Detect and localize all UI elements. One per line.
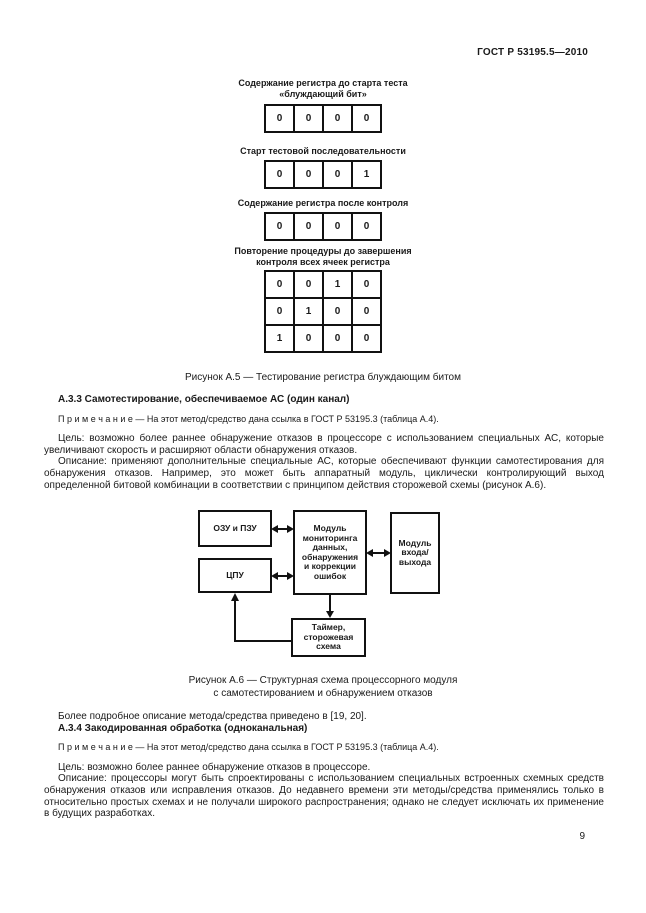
arrow-shaft xyxy=(278,527,287,530)
arrowhead-right-icon xyxy=(384,548,391,557)
register-row: 0 0 1 0 xyxy=(264,270,382,299)
section-a34-description: Описание: процессоры могут быть спроекти… xyxy=(44,773,604,820)
register-cell: 0 xyxy=(322,324,353,353)
arrowhead-down-icon xyxy=(325,611,334,618)
register-table-step4: 0 0 1 0 0 1 0 0 1 0 0 0 xyxy=(264,270,382,353)
register-step1-label: Содержание регистра до старта теста «блу… xyxy=(238,78,408,99)
arrowhead-left-icon xyxy=(366,548,373,557)
register-cell: 1 xyxy=(322,270,353,299)
register-cell: 0 xyxy=(293,104,324,133)
arrow-shaft xyxy=(328,595,331,611)
register-cell: 0 xyxy=(264,160,295,189)
register-cell: 0 xyxy=(351,297,382,326)
register-table-step2: 0 0 0 1 xyxy=(264,160,382,189)
diagram-box-timer-watchdog: Таймер, сторожевая схема xyxy=(291,618,366,657)
register-cell: 0 xyxy=(351,324,382,353)
register-row: 1 0 0 0 xyxy=(264,324,382,353)
section-a33-more-info: Более подробное описание метода/средства… xyxy=(58,711,367,722)
register-cell: 0 xyxy=(322,104,353,133)
section-a34-goal: Цель: возможно более раннее обнаружение … xyxy=(58,761,371,773)
arrowhead-right-icon xyxy=(287,571,294,580)
double-arrow-cpu-monitor xyxy=(271,571,294,580)
register-row: 0 1 0 0 xyxy=(264,297,382,326)
double-arrow-monitor-io xyxy=(366,548,391,557)
register-cell: 1 xyxy=(351,160,382,189)
register-cell: 0 xyxy=(264,104,295,133)
page-number: 9 xyxy=(579,831,585,842)
diagram-box-cpu: ЦПУ xyxy=(198,558,272,593)
register-row: 0 0 0 0 xyxy=(264,104,382,133)
diagram-box-io-module: Модуль входа/ выхода xyxy=(390,512,440,594)
section-a33-note: П р и м е ч а н и е — На этот метод/сред… xyxy=(58,413,439,424)
section-a34-heading: А.3.4 Закодированная обработка (однокана… xyxy=(58,722,308,734)
register-cell: 0 xyxy=(351,212,382,241)
arrowhead-up-icon xyxy=(231,593,239,601)
register-step2-label: Старт тестовой последовательности xyxy=(240,146,406,156)
diagram-box-ram-rom: ОЗУ и ПЗУ xyxy=(198,510,272,547)
double-arrow-ram-monitor xyxy=(271,524,294,533)
register-table-step3: 0 0 0 0 xyxy=(264,212,382,241)
register-cell: 0 xyxy=(264,270,295,299)
register-step4-label: Повторение процедуры до завершения контр… xyxy=(234,246,412,267)
register-cell: 0 xyxy=(293,324,324,353)
register-cell: 0 xyxy=(351,270,382,299)
section-a33-goal: Цель: возможно более раннее обнаружение … xyxy=(44,433,604,456)
figure-a6-caption: Рисунок А.6 — Структурная схема процессо… xyxy=(0,674,646,700)
figure-a6-diagram: ОЗУ и ПЗУ ЦПУ Модуль мониторинга данных,… xyxy=(0,505,646,670)
register-step3-label: Содержание регистра после контроля xyxy=(237,198,409,208)
feedback-line-horizontal xyxy=(234,640,292,642)
arrowhead-right-icon xyxy=(287,524,294,533)
section-a34-note: П р и м е ч а н и е — На этот метод/сред… xyxy=(58,742,439,753)
register-row: 0 0 0 1 xyxy=(264,160,382,189)
register-table-step1: 0 0 0 0 xyxy=(264,104,382,133)
register-cell: 0 xyxy=(293,212,324,241)
register-cell: 0 xyxy=(322,297,353,326)
arrow-shaft xyxy=(278,574,287,577)
arrowhead-left-icon xyxy=(271,524,278,533)
figure-a6-caption-line1: Рисунок А.6 — Структурная схема процессо… xyxy=(188,675,458,686)
diagram-box-monitor-module: Модуль мониторинга данных, обнаружения и… xyxy=(293,510,367,595)
section-a34: Более подробное описание метода/средства… xyxy=(44,711,604,820)
register-cell: 0 xyxy=(293,160,324,189)
arrow-shaft xyxy=(373,551,384,554)
register-cell: 0 xyxy=(322,212,353,241)
figure-a5: Содержание регистра до старта теста «блу… xyxy=(183,78,463,353)
arrowhead-left-icon xyxy=(271,571,278,580)
section-a33: А.3.3 Самотестирование, обеспечиваемое А… xyxy=(44,394,604,491)
register-cell: 0 xyxy=(293,270,324,299)
feedback-line-vertical xyxy=(234,600,236,642)
arrow-monitor-to-timer xyxy=(325,595,334,618)
document-number: ГОСТ Р 53195.5—2010 xyxy=(477,47,588,58)
section-a33-description: Описание: применяют дополнительные специ… xyxy=(44,456,604,491)
register-cell: 0 xyxy=(264,297,295,326)
register-cell: 1 xyxy=(293,297,324,326)
register-cell: 0 xyxy=(351,104,382,133)
register-row: 0 0 0 0 xyxy=(264,212,382,241)
register-cell: 0 xyxy=(322,160,353,189)
register-cell: 0 xyxy=(264,212,295,241)
figure-a6-caption-line2: с самотестированием и обнаружением отказ… xyxy=(213,688,433,699)
section-a33-heading: А.3.3 Самотестирование, обеспечиваемое А… xyxy=(58,394,350,405)
register-cell: 1 xyxy=(264,324,295,353)
figure-a5-caption: Рисунок А.5 — Тестирование регистра блуж… xyxy=(184,372,461,383)
